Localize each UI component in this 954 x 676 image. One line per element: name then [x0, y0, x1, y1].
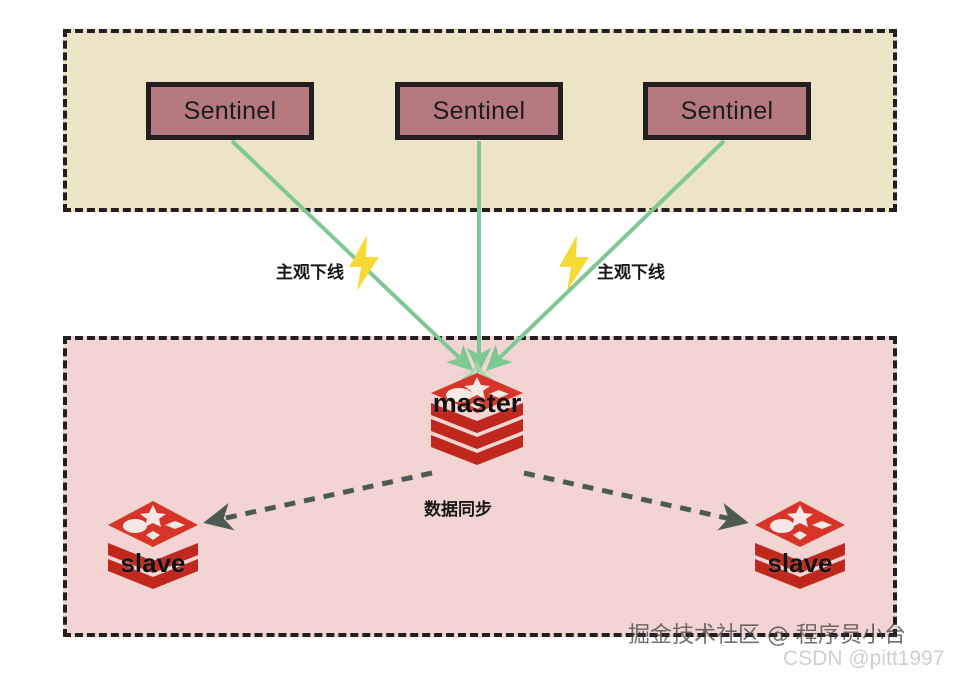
subjective-down-edges [230, 139, 726, 374]
sentinel-node-1[interactable]: Sentinel [146, 82, 314, 140]
redis-slave-node-right[interactable]: slave [745, 497, 855, 591]
edge-label-subjective-down-right: 主观下线 [597, 263, 665, 283]
redis-logo-icon [755, 501, 845, 589]
lightning-bolt-icon [347, 235, 381, 291]
edge-label-subjective-down-left: 主观下线 [276, 263, 344, 283]
sentinel-node-label: Sentinel [680, 96, 774, 125]
edge-master-slave-right [523, 470, 749, 531]
edge-master-slave-left [203, 470, 433, 531]
redis-logo-icon [431, 359, 523, 465]
edge-sentinel1-master [230, 139, 474, 371]
redis-master-node[interactable]: master [421, 357, 533, 469]
sentinel-node-label: Sentinel [183, 96, 277, 125]
sentinel-node-label: Sentinel [432, 96, 526, 125]
data-sync-edges [203, 470, 749, 531]
sentinel-node-3[interactable]: Sentinel [643, 82, 811, 140]
sentinel-node-2[interactable]: Sentinel [395, 82, 563, 140]
edge-sentinel3-master [485, 139, 726, 372]
redis-logo-icon [108, 501, 198, 589]
lightning-bolt-icon [557, 235, 591, 291]
redis-slave-node-left[interactable]: slave [98, 497, 208, 591]
edge-label-data-sync: 数据同步 [424, 500, 492, 520]
